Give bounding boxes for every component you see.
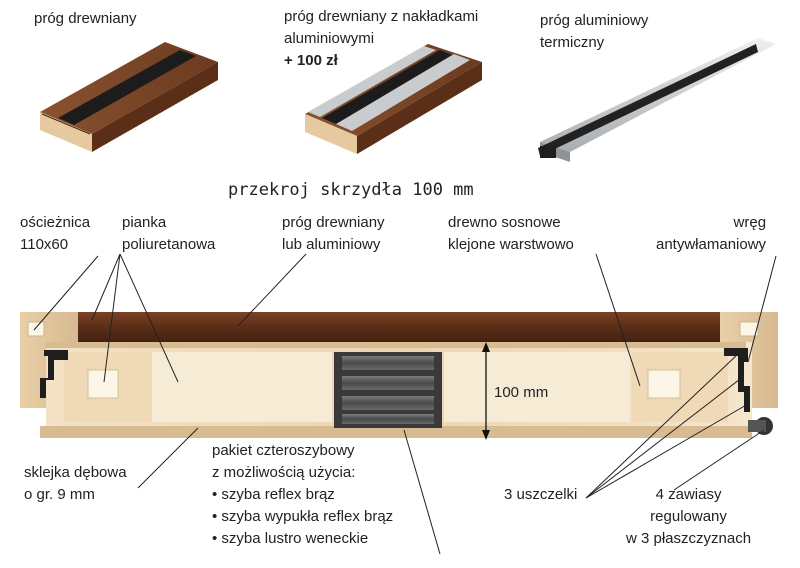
list-item: szyba reflex brąz [212,484,393,506]
callout-frame: ościeżnica 110x60 [20,214,91,253]
gasket-right [724,348,750,412]
threshold-wooden-image [40,42,218,152]
section-title: przekroj skrzydła 100 mm [228,180,474,200]
callout-foam: pianka poliuretanowa [122,214,216,253]
oak-plywood [40,426,752,438]
product-label-aluminium-thermal: próg aluminiowy termiczny [540,12,649,51]
product-label-wooden: próg drewniany [34,10,137,27]
callout-rebate: wręg antywłamaniowy [656,214,767,253]
threshold-band [74,312,722,342]
list-item: szyba wypukła reflex brąz [212,506,393,528]
list-item: szyba lustro weneckie [212,528,393,550]
threshold-wooden-aluminium-image [305,44,482,154]
gasket-left [40,350,68,398]
callout-plywood: sklejka dębowa o gr. 9 mm [24,464,127,503]
glass-options-list: szyba reflex brąz szyba wypukła reflex b… [212,484,393,550]
callout-gaskets: 3 uszczelki [504,486,578,503]
dimension-label: 100 mm [494,384,549,401]
callout-pine: drewno sosnowe klejone warstwowo [448,214,574,253]
door-cross-section [20,312,778,438]
callout-glass-package: pakiet czteroszybowy z możliwością użyci… [212,440,393,550]
callout-hinges: 4 zawiasy regulowany w 3 płaszczyznach [626,486,752,547]
price-badge: + 100 zł [284,52,338,69]
callout-threshold: próg drewniany lub aluminiowy [282,214,385,253]
threshold-aluminium-thermal-image [538,38,776,162]
product-label-wooden-aluminium: próg drewniany z nakładkami aluminiowymi… [284,6,478,72]
leader-lines [33,253,777,555]
dimension-marker [482,342,490,440]
